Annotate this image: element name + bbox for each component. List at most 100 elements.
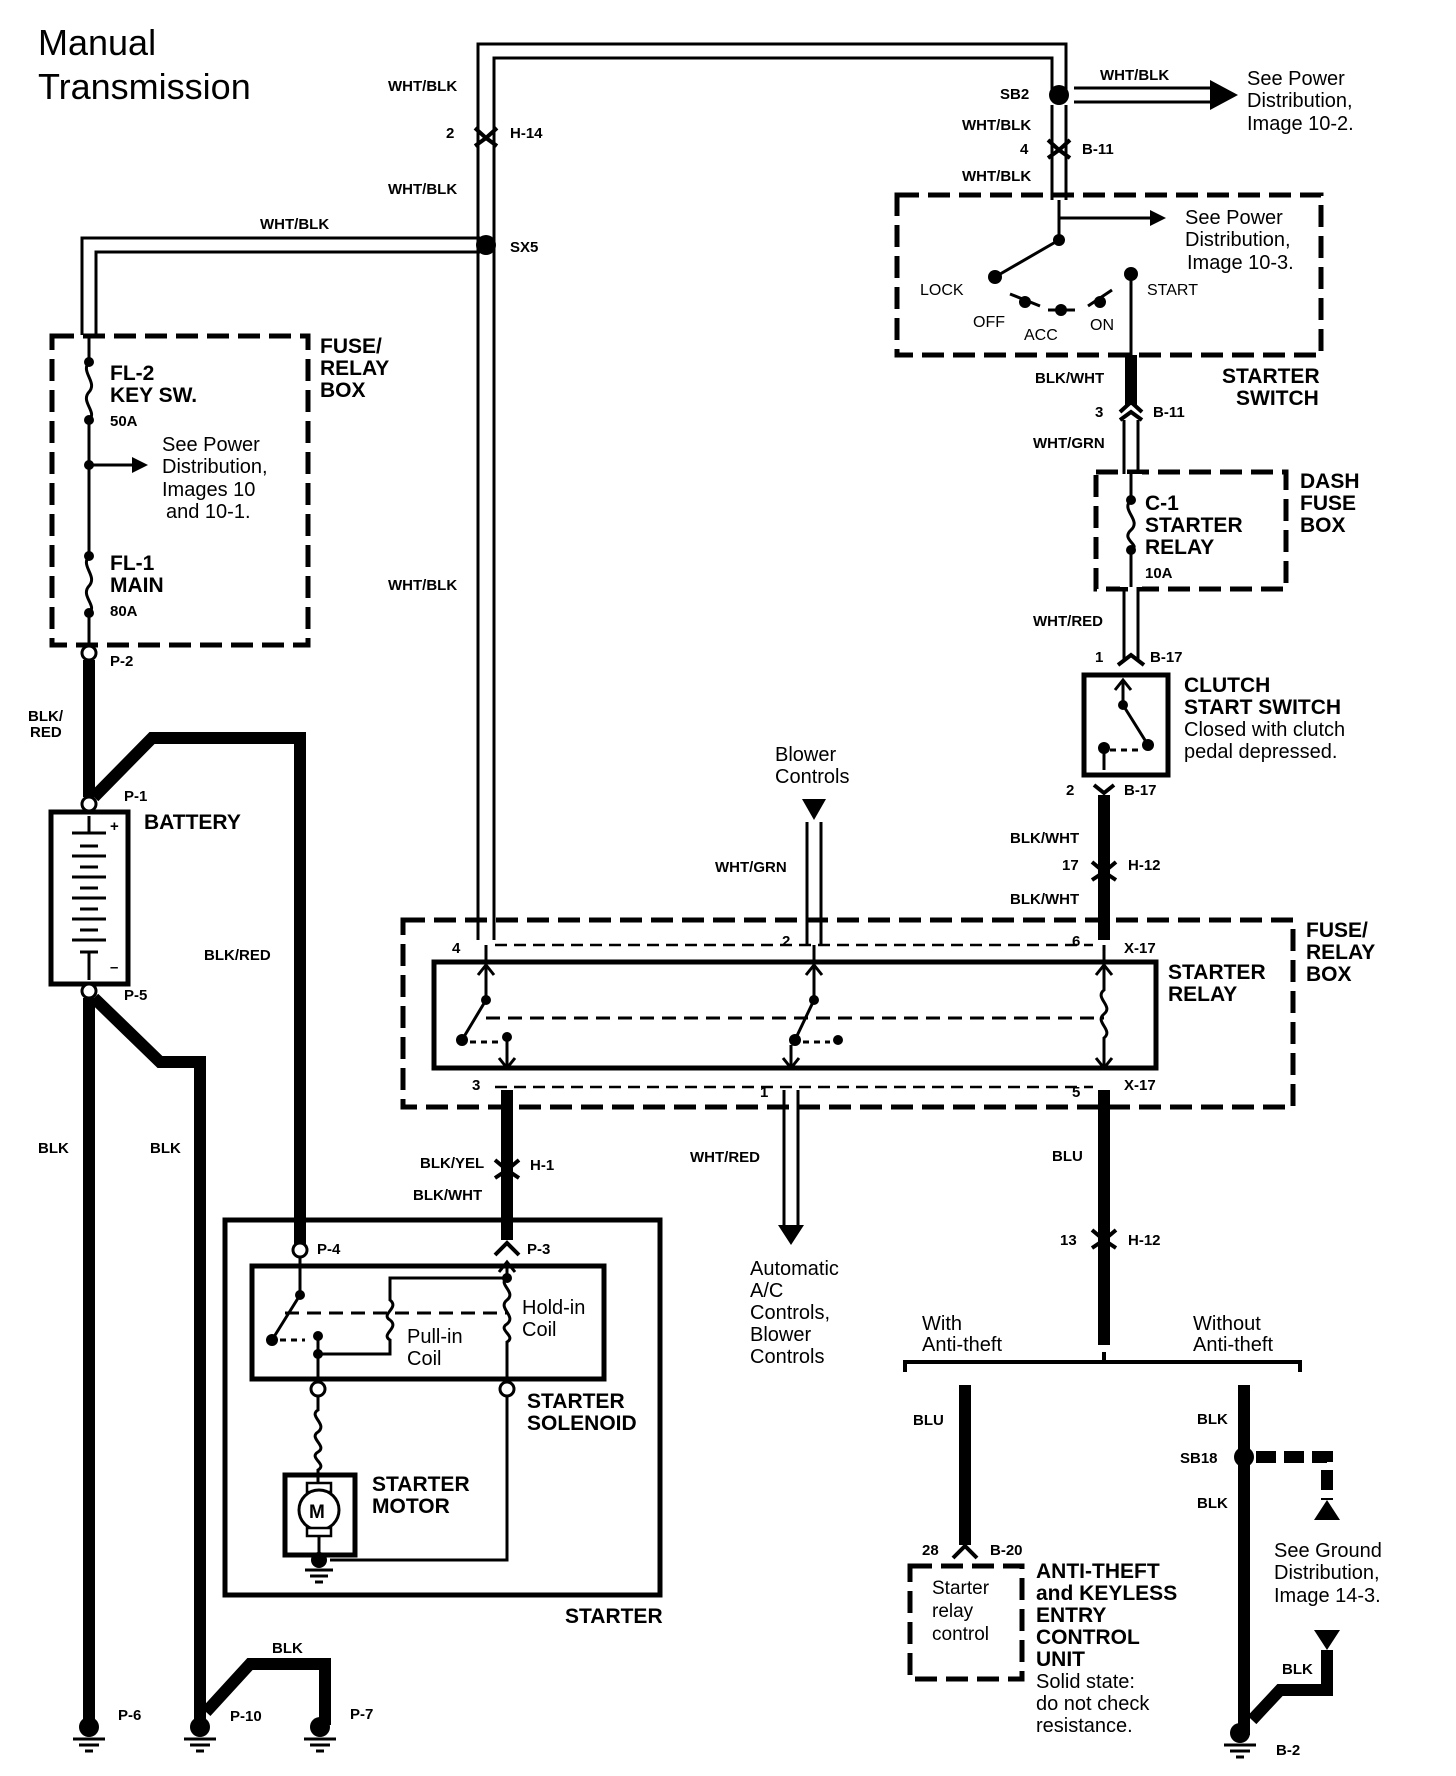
splice-label: SX5: [510, 239, 538, 256]
fuse-label: MAIN: [110, 574, 164, 597]
wire-blk-p10: [89, 993, 206, 1725]
wire-blk-red-starter: [89, 732, 306, 1245]
component-label-antitheft-unit: ANTI-THEFT: [1036, 1560, 1160, 1583]
ground-label: P-7: [350, 1706, 373, 1723]
wire-wht-red-ac: [778, 1090, 804, 1245]
wire-label: WHT/BLK: [388, 181, 457, 198]
connector-label: H-12: [1128, 1232, 1161, 1249]
clutch-switch-contacts: [1098, 677, 1154, 770]
switch-position-start: START: [1147, 282, 1198, 299]
note-line: Automatic: [750, 1258, 839, 1280]
coil-label: Pull-in: [407, 1326, 463, 1348]
component-label-starter: STARTER: [565, 1605, 663, 1628]
pin-label: 3: [472, 1077, 480, 1094]
wire-wht-grn-blower: [805, 822, 823, 945]
pin-label: 4: [452, 940, 461, 957]
wire-label: WHT/BLK: [388, 78, 457, 95]
wire-wht-blk-sb2-out: [1074, 80, 1238, 110]
clutch-switch-note: Closed with clutch: [1184, 719, 1345, 741]
connector-label: H-1: [530, 1157, 554, 1174]
wire-label: BLK: [272, 1640, 303, 1657]
note-line: Image 14-3.: [1274, 1585, 1381, 1607]
pin-label: 13: [1060, 1232, 1077, 1249]
ground-icon: [305, 1552, 333, 1584]
component-label-antitheft-unit: ENTRY: [1036, 1604, 1106, 1627]
antitheft-note: resistance.: [1036, 1715, 1133, 1737]
connector-b17-pin2: [1092, 783, 1116, 796]
antitheft-control-box: [907, 1563, 1025, 1682]
terminal: [498, 1380, 516, 1398]
fuse-fl2-fl1-icons: [84, 335, 148, 650]
battery-plus: +: [110, 818, 119, 835]
component-label-starter-relay: RELAY: [1168, 983, 1237, 1006]
component-label-starter-motor: MOTOR: [372, 1495, 450, 1518]
note-line: Blower: [750, 1324, 811, 1346]
arrow-icon: [1210, 80, 1238, 110]
option-label: With: [922, 1313, 962, 1335]
pin-label: 2: [782, 933, 790, 950]
fuse-c1-icon: [1126, 474, 1136, 587]
fuse-rating: 10A: [1145, 565, 1173, 582]
component-label-clutch-switch: CLUTCH: [1184, 674, 1270, 697]
note-line: Distribution,: [1185, 229, 1291, 251]
terminal-p1: [80, 795, 98, 813]
note-line: Distribution,: [1274, 1562, 1380, 1584]
wire-solenoid-ground: [330, 1396, 509, 1562]
connector-label: B-17: [1150, 649, 1183, 666]
module-label: control: [932, 1624, 989, 1645]
arrow-icon: [1314, 1500, 1340, 1520]
ignition-switch-contacts: [988, 200, 1166, 355]
component-label-starter-motor: STARTER: [372, 1473, 470, 1496]
pin-label: 17: [1062, 857, 1079, 874]
option-label: Anti-theft: [922, 1334, 1002, 1356]
component-label-dash-fuse-box: FUSE: [1300, 492, 1356, 515]
wire-label: WHT/RED: [690, 1149, 760, 1166]
switch-position-acc: ACC: [1024, 327, 1058, 344]
splice-sb18: [1234, 1447, 1254, 1467]
connector-p3: [493, 1240, 521, 1257]
pin-label: 3: [1095, 404, 1103, 421]
wire-label: WHT/RED: [1033, 613, 1103, 630]
component-label-dash-fuse-box: DASH: [1300, 470, 1360, 493]
ground-icon: [73, 1717, 105, 1753]
starter-relay: [431, 959, 1159, 1071]
splice-label: SB18: [1180, 1450, 1218, 1467]
component-label-starter-solenoid: STARTER: [527, 1390, 625, 1413]
field-winding-icon: [313, 1396, 323, 1482]
wire-label: WHT/GRN: [715, 859, 787, 876]
component-label-starter-relay: STARTER: [1168, 961, 1266, 984]
terminal-label: P-1: [124, 788, 147, 805]
fuse-label: RELAY: [1145, 536, 1214, 559]
component-label-starter-switch: SWITCH: [1236, 387, 1319, 410]
component-label-fuse-relay-box: RELAY: [320, 357, 389, 380]
component-label-clutch-switch: START SWITCH: [1184, 696, 1341, 719]
fuse-label: FL-2: [110, 362, 154, 385]
fuse-relay-box-middle: [400, 917, 1296, 1110]
terminal-label: P-2: [110, 653, 133, 670]
component-label-fuse-relay-box: BOX: [320, 379, 366, 402]
diagram-title-line2: Transmission: [38, 66, 251, 107]
wire-label: BLU: [1052, 1148, 1083, 1165]
splice-label: SB2: [1000, 86, 1029, 103]
connector-label: X-17: [1124, 1077, 1156, 1094]
ground-icon: [1224, 1723, 1256, 1759]
diagram-title-line1: Manual: [38, 22, 156, 63]
option-label: Anti-theft: [1193, 1334, 1273, 1356]
wire-blk-sb18-ground: [1256, 1451, 1333, 1500]
component-label-fuse-relay-box: BOX: [1306, 963, 1352, 986]
note-line: Images 10: [162, 479, 255, 501]
antitheft-note: Solid state:: [1036, 1671, 1135, 1693]
note-line: Blower: [775, 744, 836, 766]
splice-sx5: [476, 235, 496, 255]
pin-label: 1: [1095, 649, 1103, 666]
pin-label: 28: [922, 1542, 939, 1559]
wire-label: RED: [30, 724, 62, 741]
connector-label: H-14: [510, 125, 543, 142]
splice-sb2: [1049, 85, 1069, 105]
component-label-starter-solenoid: SOLENOID: [527, 1412, 637, 1435]
wire-blk-b2: [1247, 1650, 1333, 1725]
wire-label: WHT/BLK: [962, 117, 1031, 134]
dash-fuse-box: [1093, 469, 1289, 592]
wire-label: BLU: [913, 1412, 944, 1429]
component-label-fuse-relay-box: FUSE/: [1306, 919, 1368, 942]
